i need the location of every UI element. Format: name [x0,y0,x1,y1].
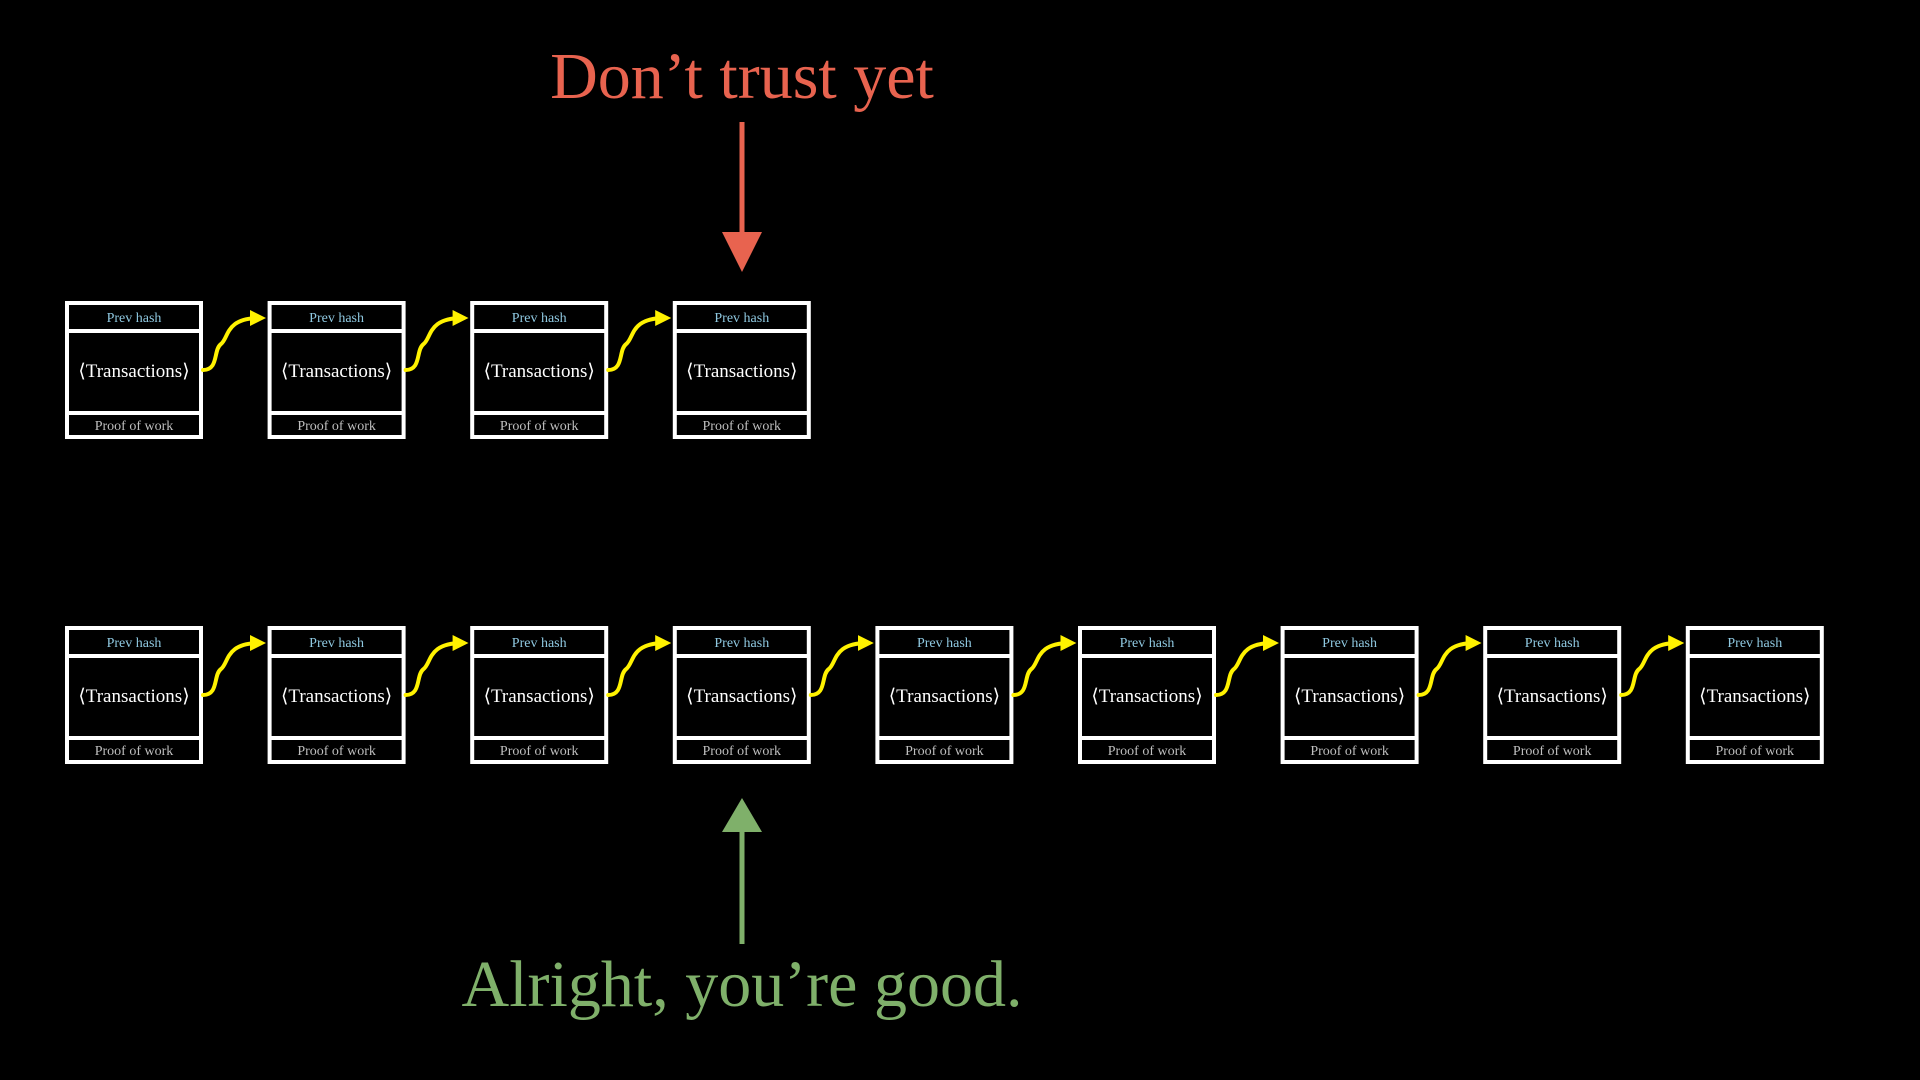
ok-arrow [722,798,762,944]
proof-of-work-label: Proof of work [1513,744,1592,759]
prev-hash-label: Prev hash [107,311,162,326]
proof-of-work-label: Proof of work [95,744,174,759]
prev-hash-label: Prev hash [1120,636,1175,651]
chains-layer: Prev hash⟨Transactions⟩Proof of workPrev… [65,301,1824,764]
hash-link-arrow [403,635,469,697]
long-chain: Prev hash⟨Transactions⟩Proof of workPrev… [65,626,1824,764]
prev-hash-label: Prev hash [714,311,769,326]
proof-of-work-label: Proof of work [500,744,579,759]
hash-link-arrow [201,635,266,697]
proof-of-work-label: Proof of work [297,419,376,434]
transactions-label: ⟨Transactions⟩ [484,686,595,707]
transactions-label: ⟨Transactions⟩ [78,686,189,707]
block: Prev hash ⟨Transactions⟩ Proof of work [470,626,609,764]
hash-link-arrow [808,635,874,697]
hash-link-arrow [403,310,469,372]
proof-of-work-label: Proof of work [500,419,579,434]
block-frame [1685,626,1824,764]
transactions-label: ⟨Transactions⟩ [281,361,392,382]
proof-of-work-label: Proof of work [1716,744,1795,759]
proof-of-work-label: Proof of work [1108,744,1187,759]
prev-hash-label: Prev hash [107,636,162,651]
short-chain: Prev hash⟨Transactions⟩Proof of workPrev… [65,301,811,439]
block: Prev hash ⟨Transactions⟩ Proof of work [1078,626,1216,764]
block: Prev hash ⟨Transactions⟩ Proof of work [875,626,1014,764]
transactions-label: ⟨Transactions⟩ [889,686,1000,707]
block: Prev hash ⟨Transactions⟩ Proof of work [267,301,406,439]
prev-hash-label: Prev hash [1322,636,1377,651]
prev-hash-label: Prev hash [1525,636,1580,651]
block: Prev hash ⟨Transactions⟩ Proof of work [65,301,203,439]
hash-link-arrow [1416,635,1482,697]
hash-link-arrow [606,310,672,372]
hash-link-arrow [606,635,672,697]
proof-of-work-label: Proof of work [297,744,376,759]
prev-hash-label: Prev hash [309,311,364,326]
block: Prev hash ⟨Transactions⟩ Proof of work [1280,626,1419,764]
transactions-label: ⟨Transactions⟩ [686,686,797,707]
block: Prev hash ⟨Transactions⟩ Proof of work [1483,626,1622,764]
prev-hash-label: Prev hash [512,311,567,326]
proof-of-work-label: Proof of work [703,419,782,434]
transactions-label: ⟨Transactions⟩ [484,361,595,382]
transactions-label: ⟨Transactions⟩ [1497,686,1608,707]
hash-link-arrow [1619,635,1685,697]
transactions-label: ⟨Transactions⟩ [281,686,392,707]
dont-trust-caption: Don’t trust yet [550,40,934,113]
block: Prev hash ⟨Transactions⟩ Proof of work [672,301,811,439]
block: Prev hash ⟨Transactions⟩ Proof of work [470,301,609,439]
warning-arrow [722,122,762,272]
prev-hash-label: Prev hash [714,636,769,651]
proof-of-work-label: Proof of work [95,419,174,434]
transactions-label: ⟨Transactions⟩ [1294,686,1405,707]
proof-of-work-label: Proof of work [703,744,782,759]
block-frame [672,301,811,439]
transactions-label: ⟨Transactions⟩ [1091,686,1202,707]
prev-hash-label: Prev hash [1727,636,1782,651]
prev-hash-label: Prev hash [512,636,567,651]
prev-hash-label: Prev hash [917,636,972,651]
proof-of-work-label: Proof of work [1310,744,1389,759]
youre-good-caption: Alright, you’re good. [461,948,1023,1021]
block: Prev hash ⟨Transactions⟩ Proof of work [267,626,406,764]
prev-hash-label: Prev hash [309,636,364,651]
transactions-label: ⟨Transactions⟩ [78,361,189,382]
block: Prev hash ⟨Transactions⟩ Proof of work [672,626,811,764]
transactions-label: ⟨Transactions⟩ [1699,686,1810,707]
proof-of-work-label: Proof of work [905,744,984,759]
hash-link-arrow [201,310,266,372]
hash-link-arrow [1011,635,1077,697]
block: Prev hash ⟨Transactions⟩ Proof of work [65,626,203,764]
hash-link-arrow [1214,635,1279,697]
block: Prev hash ⟨Transactions⟩ Proof of work [1685,626,1824,764]
transactions-label: ⟨Transactions⟩ [686,361,797,382]
